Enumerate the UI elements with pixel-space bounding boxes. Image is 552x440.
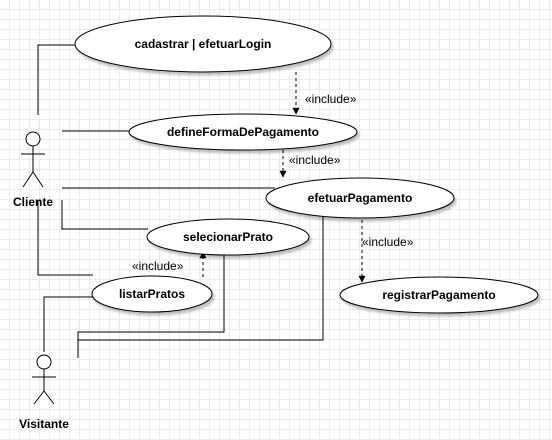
assoc-cliente-listar <box>37 200 93 276</box>
include-label: «include» <box>289 153 341 167</box>
stick-figure-icon <box>21 131 45 188</box>
include-label: «include» <box>305 92 357 106</box>
actor-cliente-label: Cliente <box>13 195 53 209</box>
use-case-listar[interactable]: listarPratos <box>91 275 213 313</box>
use-case-cadastrar-label: cadastrar | efetuarLogin <box>135 37 272 51</box>
assoc-visitante-efetuar <box>78 210 324 341</box>
actor-cliente[interactable]: Cliente <box>13 131 53 209</box>
include-label: «include» <box>132 259 184 273</box>
use-case-define-label: defineFormaDePagamento <box>167 125 319 139</box>
use-case-efetuar-label: efetuarPagamento <box>308 191 413 205</box>
assoc-visitante-selecionar <box>77 252 225 358</box>
use-case-listar-label: listarPratos <box>119 287 185 301</box>
association-lines <box>37 44 324 358</box>
use-case-efetuar[interactable]: efetuarPagamento <box>265 177 455 219</box>
use-case-selecionar-label: selecionarPrato <box>183 230 273 244</box>
use-case-registrar-label: registrarPagamento <box>382 288 495 302</box>
stick-figure-icon <box>32 354 56 405</box>
assoc-visitante-listar <box>43 296 93 352</box>
assoc-cliente-selecionar <box>61 200 148 230</box>
assoc-cliente-cadastrar <box>37 44 78 115</box>
use-case-registrar[interactable]: registrarPagamento <box>339 276 539 314</box>
actor-visitante[interactable]: Visitante <box>19 354 69 431</box>
use-case-selecionar[interactable]: selecionarPrato <box>146 218 310 256</box>
include-lines <box>199 72 366 283</box>
actor-visitante-label: Visitante <box>19 417 69 431</box>
include-label: «include» <box>362 235 414 249</box>
use-case-define[interactable]: defineFormaDePagamento <box>128 113 358 151</box>
use-case-cadastrar[interactable]: cadastrar | efetuarLogin <box>74 15 332 73</box>
